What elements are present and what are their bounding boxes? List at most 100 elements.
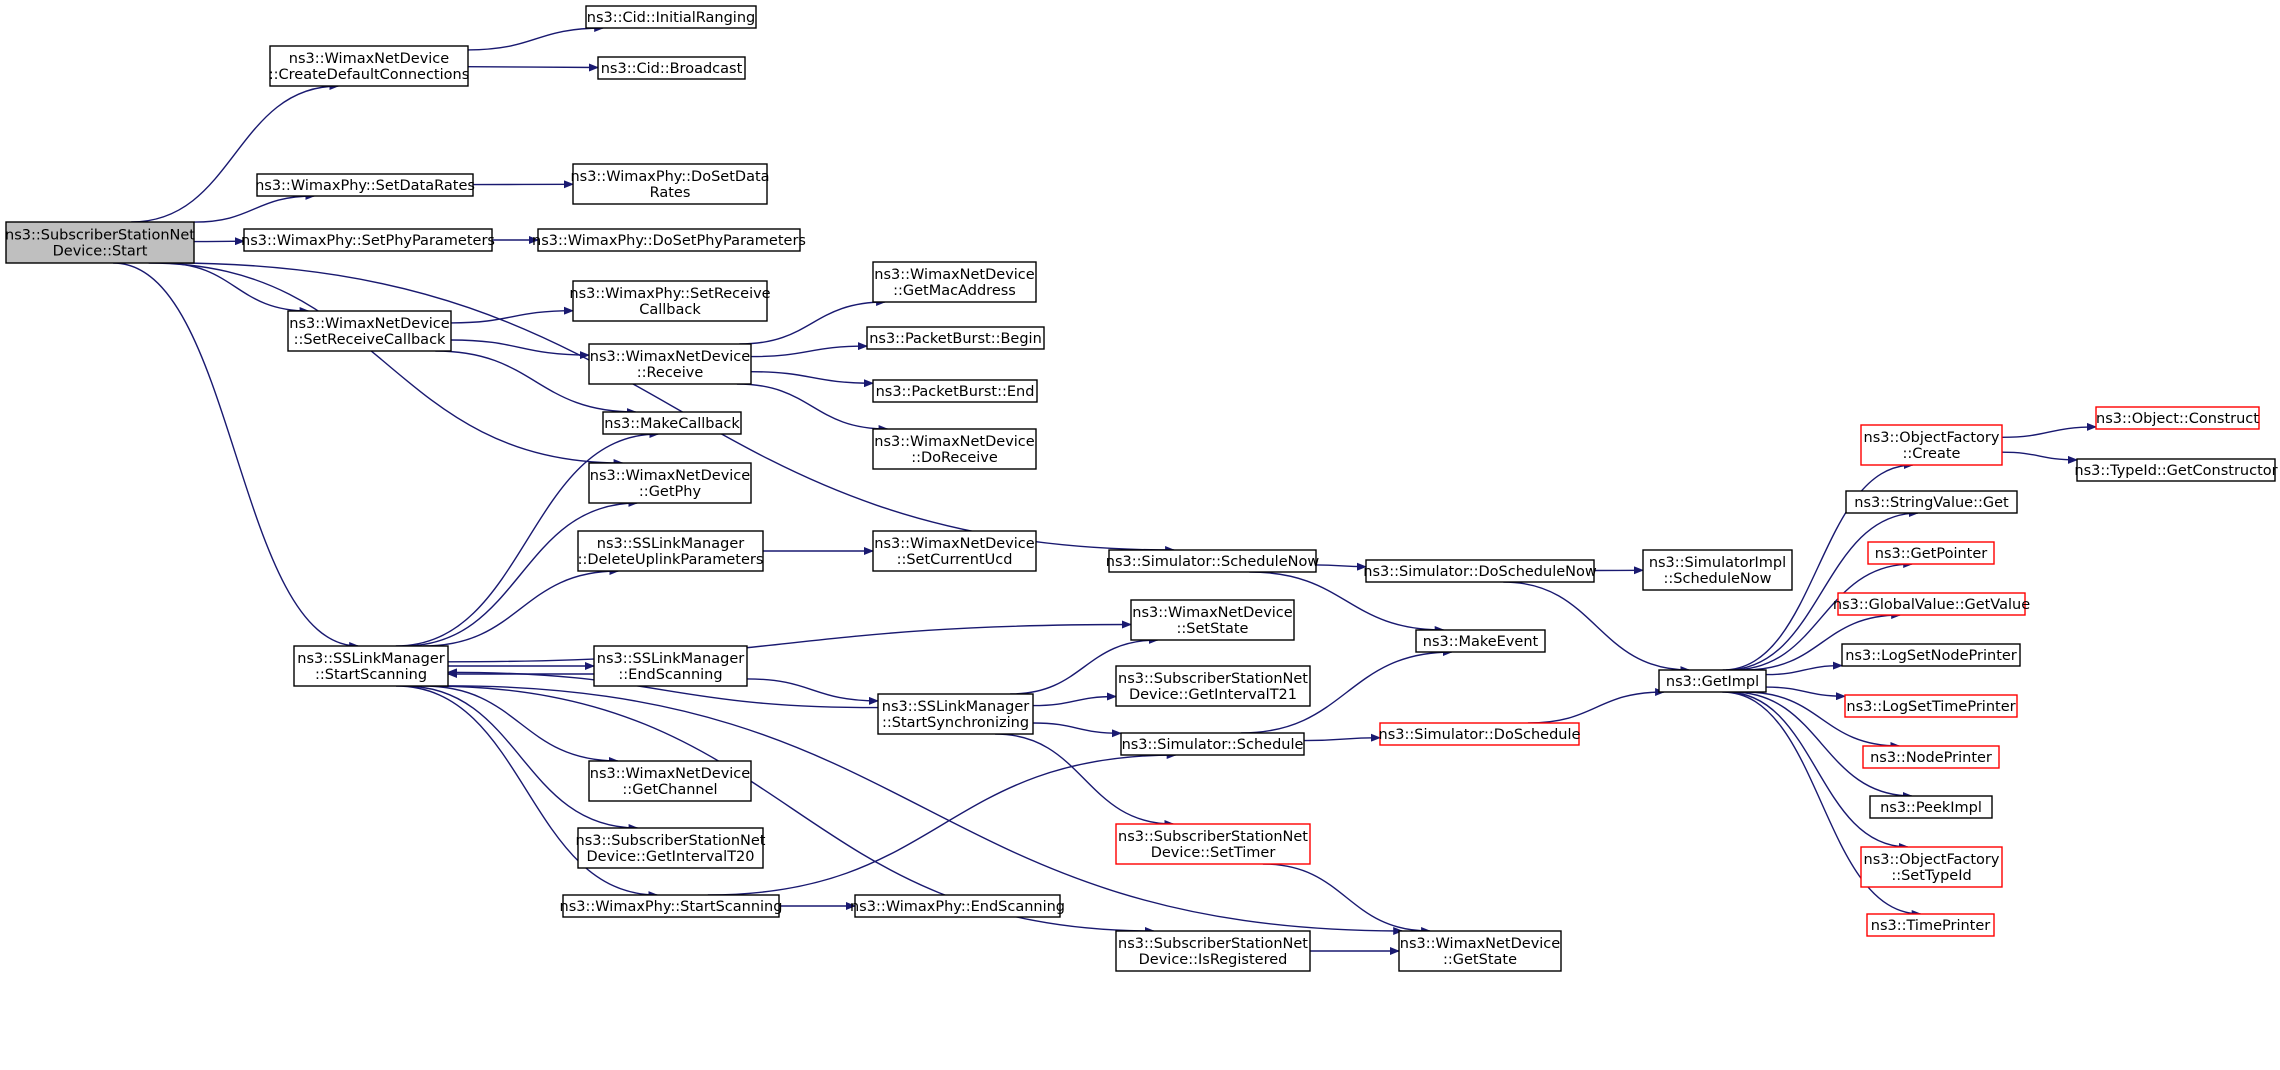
node-box xyxy=(1866,913,1995,937)
edge-setreceivecb_dev-to-makecallback xyxy=(435,350,637,416)
node-box xyxy=(585,5,757,29)
node-nodeprinter[interactable]: ns3::NodePrinter xyxy=(1862,745,2000,769)
node-label-line: ::DeleteUplinkParameters xyxy=(578,552,764,568)
node-phystartscanning[interactable]: ns3::WimaxPhy::StartScanning xyxy=(560,894,783,918)
node-box xyxy=(1841,643,2021,667)
node-objconstruct[interactable]: ns3::Object::Construct xyxy=(2095,406,2260,430)
edge-schedule-to-doschedule xyxy=(1303,733,1381,742)
node-makecallback[interactable]: ns3::MakeCallback xyxy=(602,411,742,435)
node-ofsettypeid[interactable]: ns3::ObjectFactory::SetTypeId xyxy=(1860,846,2003,888)
node-pbbegin[interactable]: ns3::PacketBurst::Begin xyxy=(866,326,1045,350)
node-label-line: ::GetPhy xyxy=(639,484,702,500)
node-setdatarates[interactable]: ns3::WimaxPhy::SetDataRates xyxy=(255,173,475,197)
node-label-line: ns3::Simulator::Schedule xyxy=(1122,737,1304,753)
node-getphy[interactable]: ns3::WimaxNetDevice::GetPhy xyxy=(588,462,752,504)
node-stringvalueget[interactable]: ns3::StringValue::Get xyxy=(1845,490,2018,514)
node-label-line: ns3::TypeId::GetConstructor xyxy=(2074,463,2277,479)
node-pbend[interactable]: ns3::PacketBurst::End xyxy=(872,379,1038,403)
edge-schedulenow-to-makeevent xyxy=(1249,571,1445,634)
edge-getimpl-to-ofsettypeid xyxy=(1725,691,1909,851)
edge-startsync-to-startscanning xyxy=(447,668,879,709)
node-label-line: Device::GetIntervalT20 xyxy=(586,849,754,865)
node-implschedulenow[interactable]: ns3::SimulatorImpl::ScheduleNow xyxy=(1642,549,1793,591)
node-getchannel[interactable]: ns3::WimaxNetDevice::GetChannel xyxy=(588,760,752,802)
node-label-line: ns3::WimaxNetDevice xyxy=(590,766,750,782)
node-endscanning[interactable]: ns3::SSLinkManager::EndScanning xyxy=(593,645,748,687)
node-label-line: ::GetMacAddress xyxy=(893,283,1016,299)
node-getintervalt20[interactable]: ns3::SubscriberStationNetDevice::GetInte… xyxy=(576,827,766,869)
node-label-line: ::SetCurrentUcd xyxy=(897,552,1013,568)
node-dosetphyparams[interactable]: ns3::WimaxPhy::DoSetPhyParameters xyxy=(532,228,806,252)
node-label-line: Callback xyxy=(639,302,701,318)
node-label-line: ::SetState xyxy=(1177,621,1249,637)
node-initialranging[interactable]: ns3::Cid::InitialRanging xyxy=(585,5,757,29)
node-doschedule[interactable]: ns3::Simulator::DoSchedule xyxy=(1379,722,1581,746)
node-label-line: ns3::WimaxNetDevice xyxy=(590,468,750,484)
node-globalvalueget[interactable]: ns3::GlobalValue::GetValue xyxy=(1833,592,2030,616)
node-setreceivecb_dev[interactable]: ns3::WimaxNetDevice::SetReceiveCallback xyxy=(287,310,452,352)
node-ofcreate[interactable]: ns3::ObjectFactory::Create xyxy=(1860,424,2003,466)
node-label-line: ::GetChannel xyxy=(622,782,717,798)
node-label-line: ns3::WimaxNetDevice xyxy=(874,434,1034,450)
node-createdefconn[interactable]: ns3::WimaxNetDevice::CreateDefaultConnec… xyxy=(269,45,470,87)
node-box xyxy=(588,343,752,385)
node-phyendscanning[interactable]: ns3::WimaxPhy::EndScanning xyxy=(850,894,1065,918)
node-peekimpl[interactable]: ns3::PeekImpl xyxy=(1869,795,1993,819)
node-box xyxy=(588,462,752,504)
node-receive[interactable]: ns3::WimaxNetDevice::Receive xyxy=(588,343,752,385)
node-isregistered[interactable]: ns3::SubscriberStationNetDevice::IsRegis… xyxy=(1115,930,1311,972)
node-schedule[interactable]: ns3::Simulator::Schedule xyxy=(1120,732,1305,756)
node-box xyxy=(593,645,748,687)
node-label-line: ns3::SubscriberStationNet xyxy=(1118,829,1308,845)
node-timeprinter[interactable]: ns3::TimePrinter xyxy=(1866,913,1995,937)
node-logsetnodeprinter[interactable]: ns3::LogSetNodePrinter xyxy=(1841,643,2021,667)
node-doreceive[interactable]: ns3::WimaxNetDevice::DoReceive xyxy=(872,428,1037,470)
node-deleteuplink[interactable]: ns3::SSLinkManager::DeleteUplinkParamete… xyxy=(577,530,764,572)
node-box xyxy=(1415,629,1546,653)
node-box xyxy=(1869,795,1993,819)
node-box xyxy=(1658,669,1767,693)
node-label-line: ns3::ObjectFactory xyxy=(1864,430,2000,446)
edge-schedulenow-to-doschedulenow xyxy=(1315,562,1367,571)
node-label-line: ns3::StringValue::Get xyxy=(1854,495,2009,511)
edge-settimer-to-getstate xyxy=(1262,863,1432,935)
node-label-line: ns3::WimaxPhy::DoSetPhyParameters xyxy=(532,233,806,249)
node-schedulenow[interactable]: ns3::Simulator::ScheduleNow xyxy=(1106,549,1320,573)
node-startscanning[interactable]: ns3::SSLinkManager::StartScanning xyxy=(293,645,449,687)
node-setreceivecb_phy[interactable]: ns3::WimaxPhy::SetReceiveCallback xyxy=(569,280,771,322)
edge-createdefconn-to-initialranging xyxy=(467,24,605,51)
node-setcurrentucd[interactable]: ns3::WimaxNetDevice::SetCurrentUcd xyxy=(872,530,1037,572)
node-label-line: ns3::WimaxPhy::SetReceive xyxy=(569,286,770,302)
node-setstate[interactable]: ns3::WimaxNetDevice::SetState xyxy=(1130,599,1295,641)
node-label-line: ns3::WimaxNetDevice xyxy=(590,349,750,365)
node-label-line: ns3::WimaxPhy::EndScanning xyxy=(850,899,1065,915)
edge-receive-to-getmacaddress xyxy=(739,298,887,345)
node-label-line: ns3::ObjectFactory xyxy=(1864,852,2000,868)
edge-start-to-setreceivecb_dev xyxy=(162,262,310,315)
node-getmacaddress[interactable]: ns3::WimaxNetDevice::GetMacAddress xyxy=(872,261,1037,303)
edge-getimpl-to-getpointer xyxy=(1731,560,1914,671)
node-label-line: ns3::NodePrinter xyxy=(1870,750,1992,766)
edge-receive-to-pbend xyxy=(750,371,874,388)
node-broadcast[interactable]: ns3::Cid::Broadcast xyxy=(597,56,746,80)
edge-ofcreate-to-objconstruct xyxy=(2001,422,2097,438)
node-box xyxy=(1379,722,1580,746)
node-box xyxy=(872,379,1038,403)
node-logsettimeprinter[interactable]: ns3::LogSetTimePrinter xyxy=(1844,694,2018,718)
node-setphyparams[interactable]: ns3::WimaxPhy::SetPhyParameters xyxy=(241,228,495,252)
edge-getimpl-to-logsettimeprinter xyxy=(1765,686,1846,701)
node-getintervalt21[interactable]: ns3::SubscriberStationNetDevice::GetInte… xyxy=(1115,665,1311,707)
node-makeevent[interactable]: ns3::MakeEvent xyxy=(1415,629,1546,653)
node-getconstructor[interactable]: ns3::TypeId::GetConstructor xyxy=(2074,458,2278,482)
node-label-line: ns3::SubscriberStationNet xyxy=(1118,671,1308,687)
edge-startscanning-to-getintervalt20 xyxy=(403,685,639,832)
edge-getimpl-to-stringvalueget xyxy=(1725,509,1919,671)
node-startsync[interactable]: ns3::SSLinkManager::StartSynchronizing xyxy=(877,693,1034,735)
node-getimpl[interactable]: ns3::GetImpl xyxy=(1658,669,1767,693)
node-getpointer[interactable]: ns3::GetPointer xyxy=(1867,541,1995,565)
node-getstate[interactable]: ns3::WimaxNetDevice::GetState xyxy=(1398,930,1562,972)
node-settimer[interactable]: ns3::SubscriberStationNetDevice::SetTime… xyxy=(1115,823,1311,865)
node-doschedulenow[interactable]: ns3::Simulator::DoScheduleNow xyxy=(1363,559,1597,583)
